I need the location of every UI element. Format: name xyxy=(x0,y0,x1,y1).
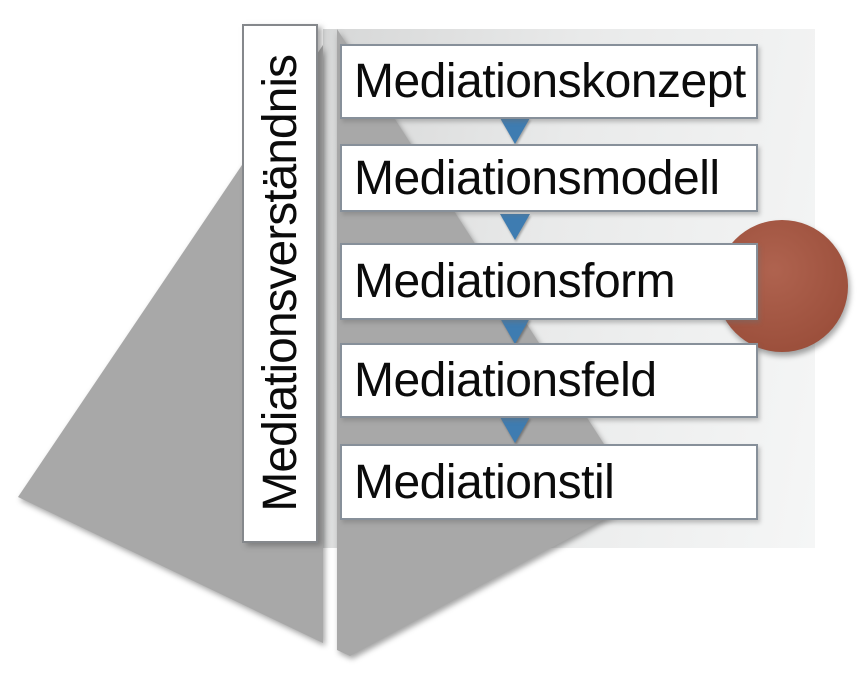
stage-label: Mediationskonzept xyxy=(354,55,746,108)
vertical-label: Mediationsverständnis xyxy=(253,55,307,512)
arrow-down-icon xyxy=(500,214,530,240)
vertical-label-box: Mediationsverständnis xyxy=(242,24,318,543)
stage-label: Mediationsform xyxy=(354,255,676,308)
stage-box-mediationsfeld: Mediationsfeld xyxy=(340,343,758,418)
arrow-down-icon xyxy=(500,417,530,443)
stage-box-mediationsmodell: Mediationsmodell xyxy=(340,144,758,212)
stage-label: Mediationsmodell xyxy=(354,151,720,205)
arrow-down-icon xyxy=(500,118,530,144)
stage-label: Mediationsfeld xyxy=(354,354,657,407)
arrow-down-icon xyxy=(500,318,530,344)
stage-box-mediationstil: Mediationstil xyxy=(340,444,758,520)
stage-label: Mediationstil xyxy=(354,455,615,509)
stage-box-mediationsform: Mediationsform xyxy=(340,243,758,320)
stage-box-mediationskonzept: Mediationskonzept xyxy=(340,44,758,119)
